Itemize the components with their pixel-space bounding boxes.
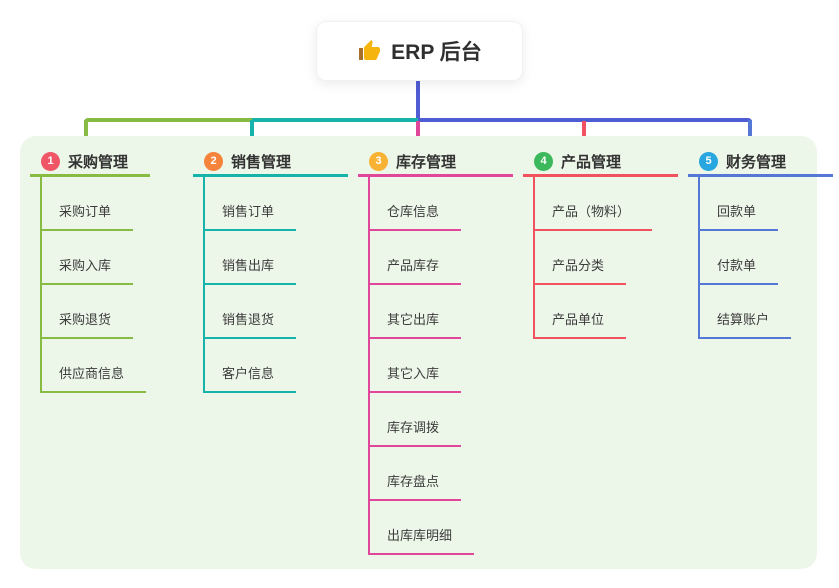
branch-items-product: 产品（物料）产品分类产品单位	[533, 177, 653, 339]
mindmap-panel	[20, 136, 817, 569]
branch-number-badge: 1	[41, 151, 60, 171]
branch-number-badge: 4	[534, 151, 553, 171]
mindmap-sub-node[interactable]: 产品（物料）	[535, 177, 653, 231]
branch-drop-finance	[748, 120, 752, 146]
branch-number-badge: 2	[204, 151, 223, 171]
mindmap-sub-node[interactable]: 产品分类	[535, 231, 627, 285]
connector-segment-purchase	[84, 118, 252, 122]
root-node-label: ERP 后台	[391, 41, 482, 64]
branch-finance: 5 财务管理 回款单付款单结算账户	[688, 148, 833, 339]
branch-number-badge: 3	[369, 151, 388, 171]
branch-node-inventory[interactable]: 3 库存管理	[358, 148, 513, 177]
mindmap-sub-node[interactable]: 付款单	[700, 231, 779, 285]
root-connector-line	[416, 81, 420, 122]
branch-label: 库存管理	[396, 153, 457, 171]
mindmap-sub-node[interactable]: 产品单位	[535, 285, 627, 339]
connector-segment-sales	[252, 118, 418, 122]
branch-label: 采购管理	[68, 153, 129, 171]
mindmap-sub-node[interactable]: 销售订单	[205, 177, 297, 231]
branch-label: 产品管理	[561, 153, 622, 171]
branch-node-purchase[interactable]: 1 采购管理	[30, 148, 150, 177]
branch-drop-purchase	[84, 120, 88, 146]
branch-number-badge: 5	[699, 151, 718, 171]
mindmap-sub-node[interactable]: 供应商信息	[42, 339, 147, 393]
mindmap-sub-node[interactable]: 销售退货	[205, 285, 297, 339]
mindmap-root-node[interactable]: ERP 后台	[316, 21, 523, 81]
branch-drop-product	[582, 121, 586, 146]
branch-purchase: 1 采购管理 采购订单采购入库采购退货供应商信息	[30, 148, 150, 393]
branch-items-sales: 销售订单销售出库销售退货客户信息	[203, 177, 297, 393]
mindmap-sub-node[interactable]: 其它入库	[370, 339, 462, 393]
branch-drop-sales	[250, 120, 254, 146]
branch-label: 财务管理	[726, 153, 787, 171]
branch-label: 销售管理	[231, 153, 292, 171]
mindmap-sub-node[interactable]: 采购退货	[42, 285, 134, 339]
mindmap-sub-node[interactable]: 采购订单	[42, 177, 134, 231]
mindmap-sub-node[interactable]: 仓库信息	[370, 177, 462, 231]
mindmap-sub-node[interactable]: 回款单	[700, 177, 779, 231]
mindmap-sub-node[interactable]: 出库库明细	[370, 501, 475, 555]
branch-node-sales[interactable]: 2 销售管理	[193, 148, 348, 177]
branch-inventory: 3 库存管理 仓库信息产品库存其它出库其它入库库存调拨库存盘点出库库明细	[358, 148, 513, 555]
mindmap-sub-node[interactable]: 销售出库	[205, 231, 297, 285]
branch-items-purchase: 采购订单采购入库采购退货供应商信息	[40, 177, 147, 393]
connector-segment-main	[418, 118, 752, 122]
branch-items-finance: 回款单付款单结算账户	[698, 177, 792, 339]
mindmap-sub-node[interactable]: 采购入库	[42, 231, 134, 285]
branch-product: 4 产品管理 产品（物料）产品分类产品单位	[523, 148, 678, 339]
mindmap-sub-node[interactable]: 库存调拨	[370, 393, 462, 447]
branch-items-inventory: 仓库信息产品库存其它出库其它入库库存调拨库存盘点出库库明细	[368, 177, 475, 555]
mindmap-sub-node[interactable]: 其它出库	[370, 285, 462, 339]
branch-drop-inventory	[416, 121, 420, 147]
branch-sales: 2 销售管理 销售订单销售出库销售退货客户信息	[193, 148, 348, 393]
mindmap-sub-node[interactable]: 客户信息	[205, 339, 297, 393]
mindmap-sub-node[interactable]: 产品库存	[370, 231, 462, 285]
branch-node-finance[interactable]: 5 财务管理	[688, 148, 833, 177]
mindmap-sub-node[interactable]: 库存盘点	[370, 447, 462, 501]
thumbs-up-icon	[357, 39, 381, 63]
branch-node-product[interactable]: 4 产品管理	[523, 148, 678, 177]
mindmap-sub-node[interactable]: 结算账户	[700, 285, 792, 339]
